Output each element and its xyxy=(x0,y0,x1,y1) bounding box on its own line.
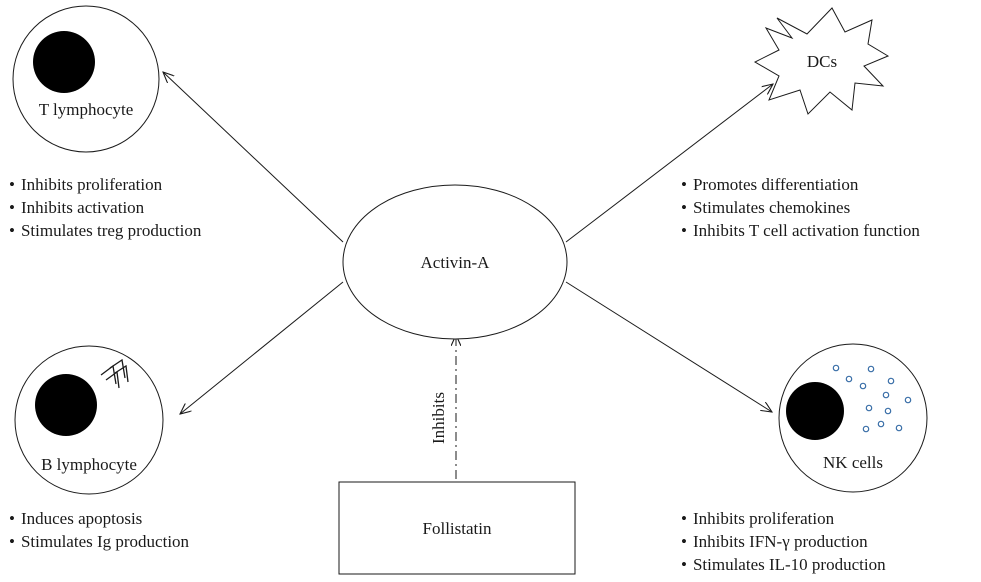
nk-granules xyxy=(832,364,912,433)
dcs-cell: DCs xyxy=(753,7,890,115)
granule xyxy=(895,424,903,432)
arrow-to-dcs xyxy=(565,84,773,243)
granule xyxy=(904,396,912,404)
effect-item: Stimulates chemokines xyxy=(681,196,920,219)
nk-cells-membrane xyxy=(778,343,928,493)
nk-cells-effects: Inhibits proliferation Inhibits IFN-γ pr… xyxy=(681,507,886,576)
dcs-label: DCs xyxy=(807,52,837,71)
follistatin-node xyxy=(338,481,576,575)
arrow-to-t-lymphocyte xyxy=(163,72,344,243)
activin-a-node xyxy=(342,184,568,340)
granule xyxy=(867,365,875,373)
effect-item: Stimulates Ig production xyxy=(9,530,189,553)
nk-cells-cell: NK cells xyxy=(778,343,928,493)
dcs-effects: Promotes differentiation Stimulates chem… xyxy=(681,173,920,242)
follistatin-label: Follistatin xyxy=(423,519,492,538)
t-lymphocyte-cell: T lymphocyte xyxy=(12,5,160,153)
granule xyxy=(859,382,867,390)
effect-item: Inhibits activation xyxy=(9,196,201,219)
arrow-to-nk-cells xyxy=(565,281,772,412)
effect-item: Inhibits IFN-γ production xyxy=(681,530,886,553)
b-lymphocyte-label: B lymphocyte xyxy=(41,455,137,474)
granule xyxy=(832,364,840,372)
t-lymphocyte-effects: Inhibits proliferation Inhibits activati… xyxy=(9,173,201,242)
dcs-membrane xyxy=(753,7,890,115)
arrow-to-b-lymphocyte xyxy=(180,281,344,414)
granule xyxy=(865,404,873,412)
granule xyxy=(877,420,885,428)
b-lymphocyte-cell: B lymphocyte xyxy=(14,345,164,495)
b-cell-receptor-icon xyxy=(100,358,129,389)
effect-item: Stimulates treg production xyxy=(9,219,201,242)
effect-item: Inhibits T cell activation function xyxy=(681,219,920,242)
granule xyxy=(845,375,853,383)
t-lymphocyte-label: T lymphocyte xyxy=(39,100,134,119)
effect-item: Induces apoptosis xyxy=(9,507,189,530)
effect-item: Inhibits proliferation xyxy=(9,173,201,196)
activin-a-label: Activin-A xyxy=(421,253,491,272)
t-lymphocyte-nucleus xyxy=(33,31,95,93)
nk-cells-nucleus xyxy=(786,382,844,440)
b-lymphocyte-effects: Induces apoptosis Stimulates Ig producti… xyxy=(9,507,189,553)
b-lymphocyte-nucleus xyxy=(35,374,97,436)
granule xyxy=(887,377,895,385)
granule xyxy=(884,407,892,415)
granule xyxy=(882,391,890,399)
inhibits-label: Inhibits xyxy=(429,392,448,444)
nk-cells-label: NK cells xyxy=(823,453,883,472)
granule xyxy=(862,425,870,433)
effect-item: Promotes differentiation xyxy=(681,173,920,196)
effect-item: Stimulates IL-10 production xyxy=(681,553,886,576)
effect-item: Inhibits proliferation xyxy=(681,507,886,530)
